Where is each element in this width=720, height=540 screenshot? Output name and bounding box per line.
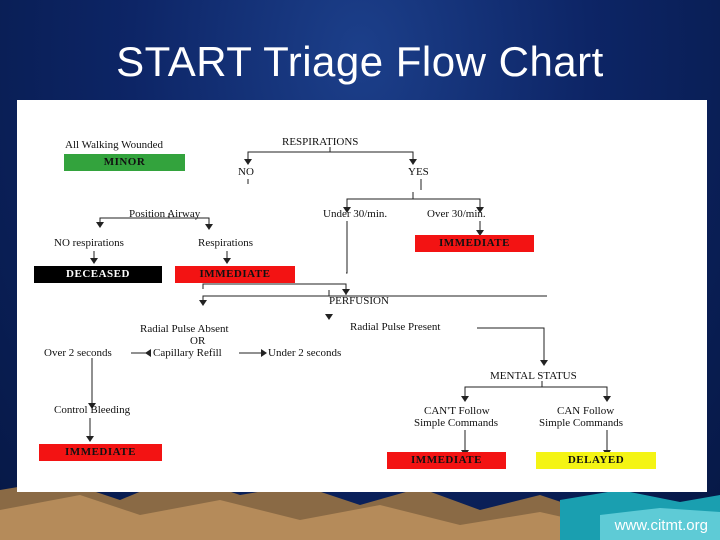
delayed-tag: DELAYED [536, 452, 656, 469]
footer-url: www.citmt.org [614, 517, 708, 534]
flowchart-panel: All Walking Wounded MINOR RESPIRATIONS N… [17, 100, 707, 492]
no-label: NO [238, 166, 254, 178]
all-walking-wounded-label: All Walking Wounded [65, 139, 164, 151]
no-respirations-label: NO respirations [54, 237, 124, 249]
control-bleeding-label: Control Bleeding [54, 404, 131, 416]
cant-follow-label: CAN'T Follow [424, 405, 490, 417]
can-follow-label: CAN Follow [557, 405, 615, 417]
radial-pulse-absent-label: Radial Pulse Absent [140, 323, 229, 335]
can-follow-sub-label: Simple Commands [539, 417, 624, 429]
immediate-tag-perfusion: IMMEDIATE [39, 444, 162, 461]
or-label: OR [190, 335, 206, 347]
position-airway-label: Position Airway [129, 208, 201, 220]
under-2-seconds-label: Under 2 seconds [268, 347, 342, 359]
radial-pulse-present-label: Radial Pulse Present [350, 321, 441, 333]
yes-label: YES [408, 166, 429, 178]
immediate-tag-airway: IMMEDIATE [175, 266, 295, 283]
capillary-refill-label: Capillary Refill [153, 347, 222, 359]
slide-title: START Triage Flow Chart [116, 38, 604, 85]
over-30-label: Over 30/min. [427, 208, 486, 220]
respirations-after-airway-label: Respirations [198, 237, 253, 249]
under-30-label: Under 30/min. [323, 208, 388, 220]
minor-tag: MINOR [64, 154, 185, 171]
cant-follow-sub-label: Simple Commands [414, 417, 499, 429]
immediate-tag-respirations: IMMEDIATE [415, 235, 534, 252]
deceased-tag: DECEASED [34, 266, 162, 283]
flowchart-connectors [86, 147, 611, 456]
mental-status-label: MENTAL STATUS [490, 370, 577, 382]
perfusion-label: PERFUSION [329, 295, 389, 307]
over-2-seconds-label: Over 2 seconds [44, 347, 112, 359]
respirations-label: RESPIRATIONS [282, 136, 359, 148]
immediate-tag-mental-status: IMMEDIATE [387, 452, 506, 469]
